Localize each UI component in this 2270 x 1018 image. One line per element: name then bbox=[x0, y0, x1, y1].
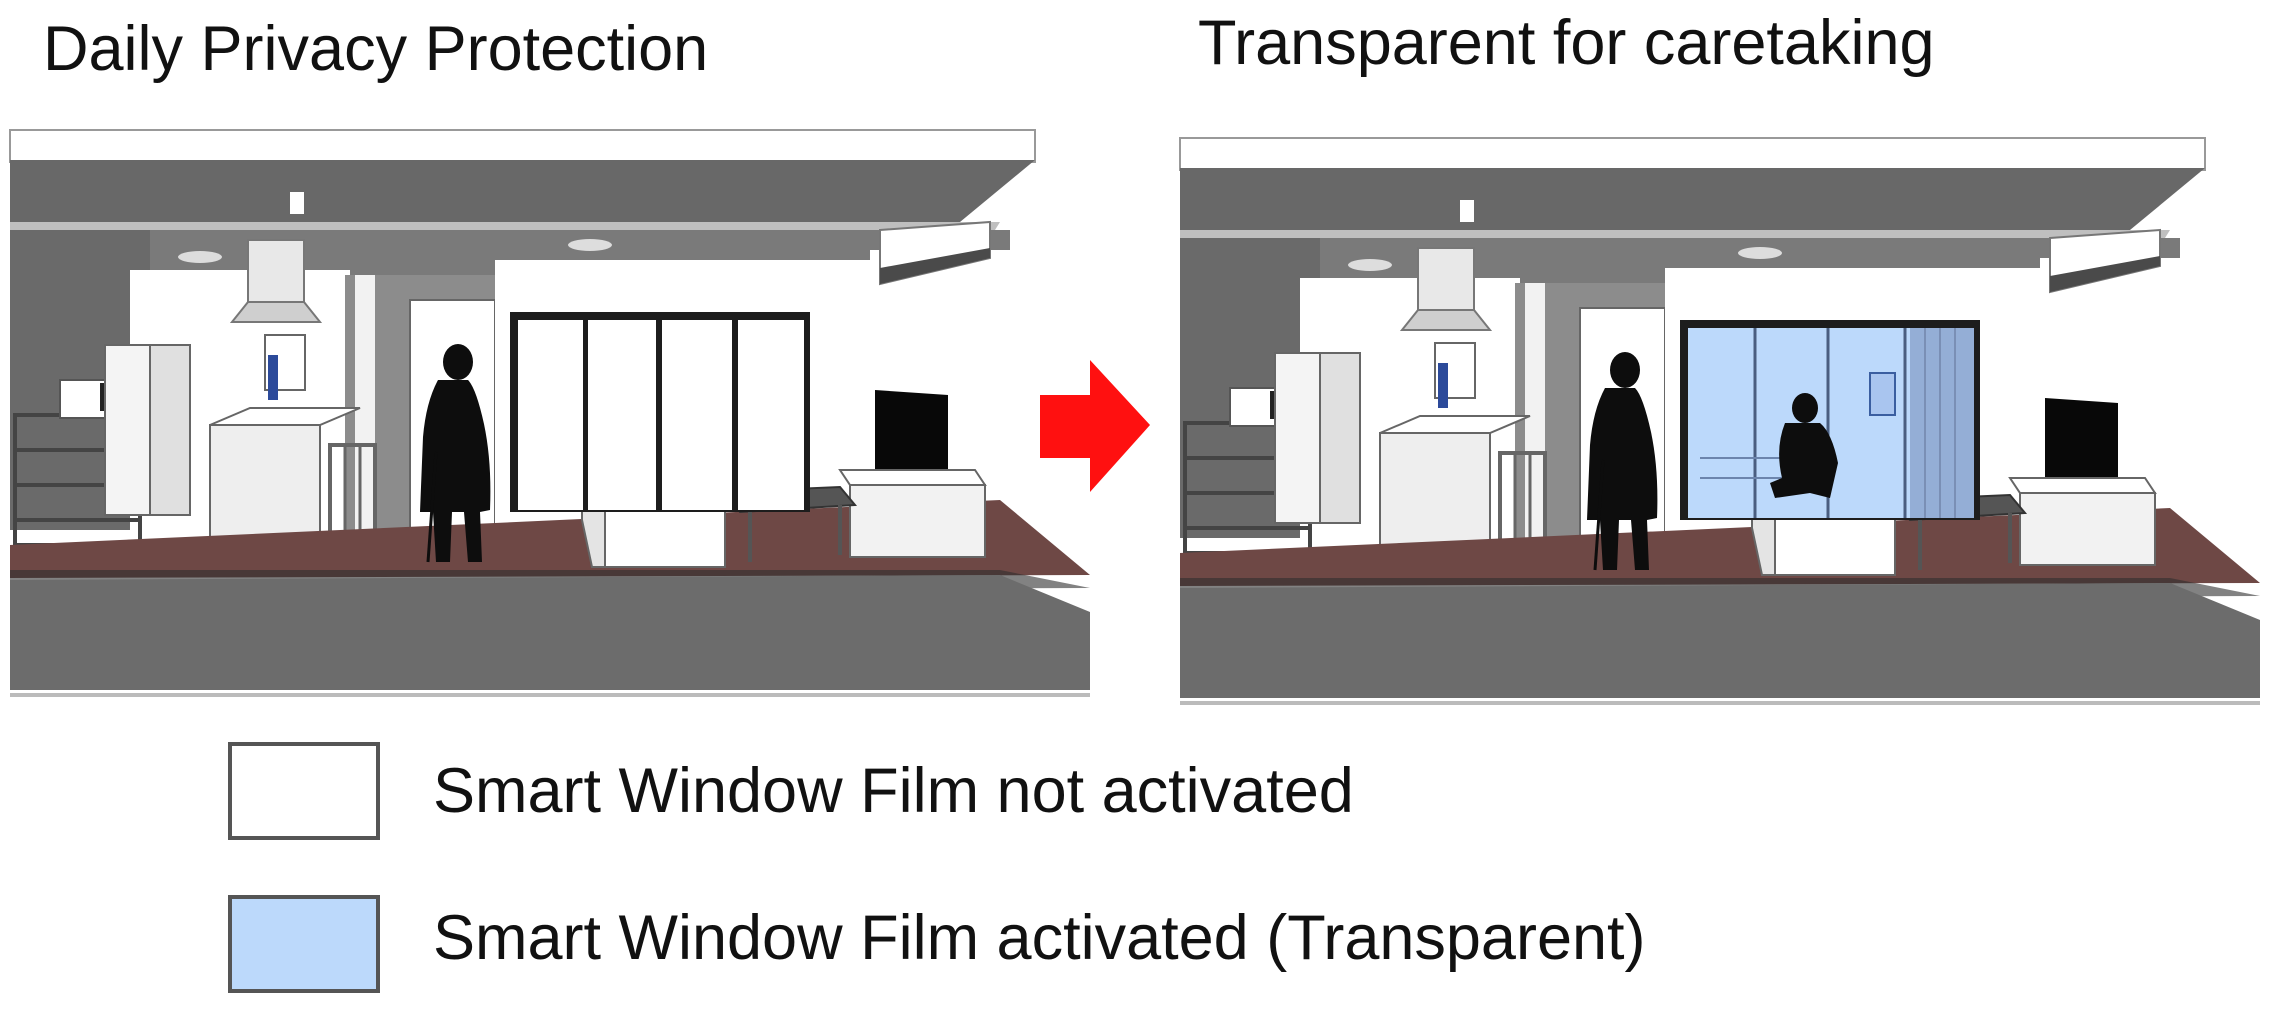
panel-title-caretaking: Transparent for caretaking bbox=[1198, 8, 1935, 78]
legend-swatch-activated bbox=[228, 895, 380, 993]
legend-label-not-activated: Smart Window Film not activated bbox=[433, 756, 1354, 826]
window-film-opaque bbox=[510, 312, 810, 512]
transition-arrow bbox=[1040, 360, 1150, 492]
seated-person-silhouette bbox=[1770, 393, 1838, 498]
legend-label-activated: Smart Window Film activated (Transparent… bbox=[433, 903, 1646, 973]
room-caretaking-scene bbox=[1178, 136, 2262, 705]
legend-swatch-not-activated bbox=[228, 742, 380, 840]
panel-title-privacy: Daily Privacy Protection bbox=[43, 14, 709, 84]
room-scenes bbox=[8, 128, 2262, 705]
room-privacy-scene bbox=[8, 128, 1092, 697]
